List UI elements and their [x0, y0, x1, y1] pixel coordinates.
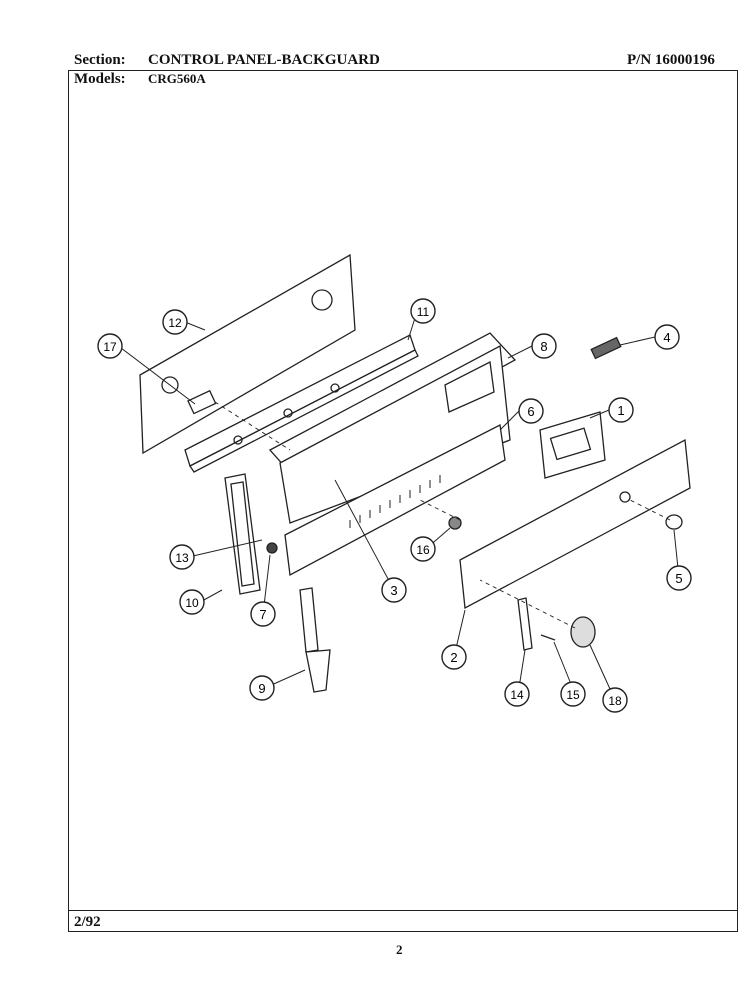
- callout-10: 10: [179, 589, 205, 615]
- svg-text:3: 3: [390, 583, 397, 598]
- part-knob-small: [665, 514, 683, 530]
- callout-1: 1: [608, 397, 634, 423]
- svg-text:6: 6: [527, 404, 534, 419]
- part-number: P/N 16000196: [627, 52, 715, 68]
- callout-12: 12: [162, 309, 188, 335]
- callout-9: 9: [249, 675, 275, 701]
- svg-text:14: 14: [510, 688, 524, 702]
- callout-16: 16: [410, 536, 436, 562]
- callout-13: 13: [169, 544, 195, 570]
- svg-text:7: 7: [259, 607, 266, 622]
- svg-text:5: 5: [675, 571, 682, 586]
- callout-8: 8: [531, 333, 557, 359]
- svg-text:17: 17: [103, 340, 117, 354]
- callout-6: 6: [518, 398, 544, 424]
- part-screw: [540, 634, 556, 641]
- svg-text:4: 4: [663, 330, 670, 345]
- callout-5: 5: [666, 565, 692, 591]
- part-control-panel-glass: [459, 438, 691, 610]
- callout-3: 3: [381, 577, 407, 603]
- svg-text:12: 12: [168, 316, 182, 330]
- part-terminal-block: [187, 389, 217, 415]
- part-timer: [539, 411, 606, 479]
- models-label: Models:: [74, 71, 126, 87]
- callout-4: 4: [654, 324, 680, 350]
- part-knob-large: [570, 616, 596, 648]
- svg-text:13: 13: [175, 551, 189, 565]
- part-mounting-bracket: [299, 587, 331, 693]
- callout-15: 15: [560, 681, 586, 707]
- svg-text:15: 15: [566, 688, 580, 702]
- callout-7: 7: [250, 601, 276, 627]
- svg-text:11: 11: [417, 305, 430, 319]
- callout-18: 18: [602, 687, 628, 713]
- part-strip: [517, 597, 533, 651]
- callout-11: 11: [410, 298, 436, 324]
- callout-2: 2: [441, 644, 467, 670]
- footer-date: 2/92: [74, 914, 101, 930]
- part-push-button: [448, 516, 462, 530]
- svg-text:10: 10: [185, 596, 199, 610]
- footer-divider: [68, 910, 738, 911]
- callout-17: 17: [97, 333, 123, 359]
- section-title: CONTROL PANEL-BACKGUARD: [148, 52, 380, 68]
- diagram-frame: [68, 70, 738, 932]
- part-trim-strip: [284, 424, 506, 577]
- svg-text:8: 8: [540, 339, 547, 354]
- svg-text:18: 18: [608, 694, 622, 708]
- callout-14: 14: [504, 681, 530, 707]
- svg-text:16: 16: [416, 543, 430, 557]
- part-bracket: [184, 334, 419, 473]
- part-backguard-housing: [268, 332, 517, 524]
- section-label: Section:: [74, 52, 126, 68]
- svg-text:9: 9: [258, 681, 265, 696]
- part-spring: [590, 336, 622, 360]
- part-clip: [266, 542, 278, 554]
- svg-text:2: 2: [450, 650, 457, 665]
- page-number: 2: [396, 942, 403, 957]
- models-value: CRG560A: [148, 71, 206, 86]
- part-end-cap: [224, 473, 261, 595]
- svg-text:1: 1: [617, 403, 624, 418]
